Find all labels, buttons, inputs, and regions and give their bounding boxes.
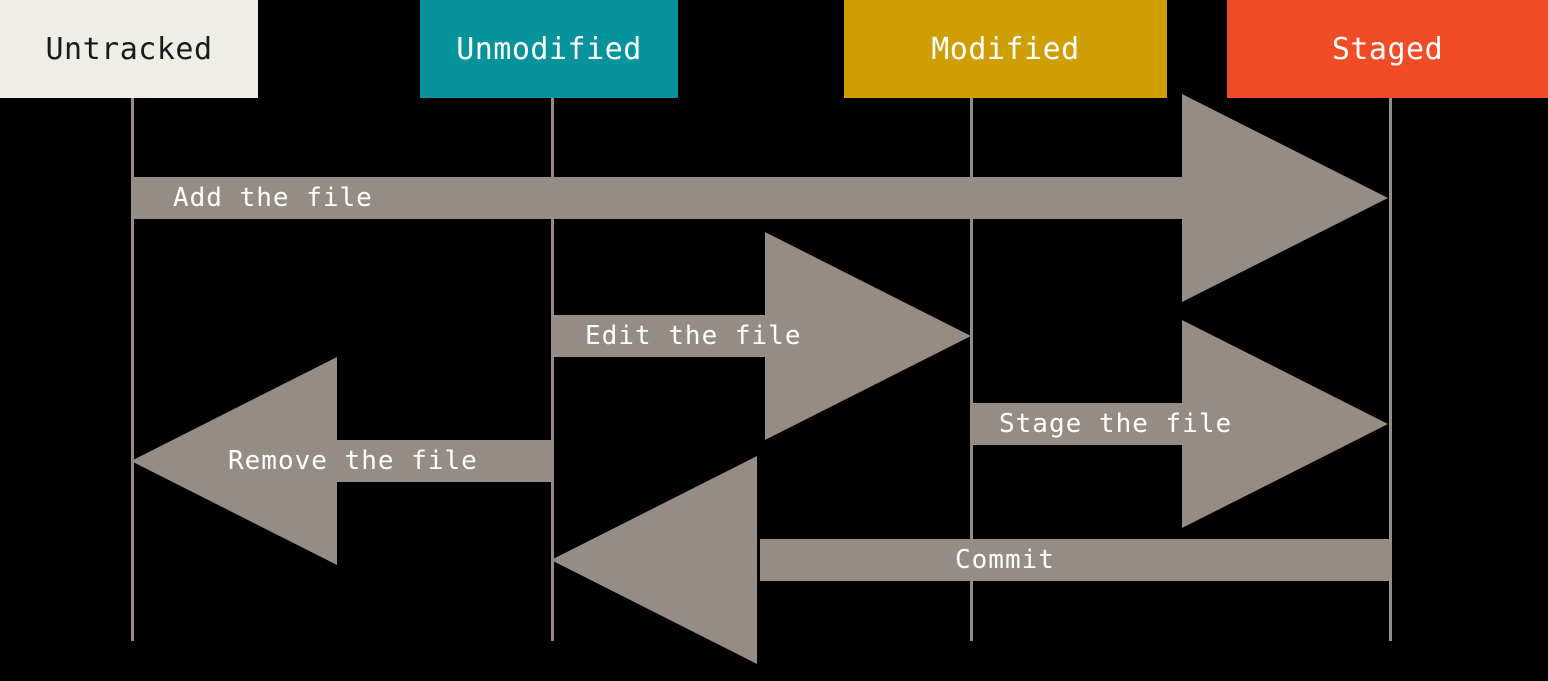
state-box-staged[interactable]: Staged: [1227, 0, 1548, 98]
lifeline-staged: [1389, 98, 1392, 641]
state-label-staged: Staged: [1331, 31, 1444, 67]
state-box-modified[interactable]: Modified: [844, 0, 1167, 98]
arrow-shaft-remove-the-file: [337, 440, 551, 482]
arrow-shaft-commit: [760, 539, 1389, 581]
arrow-shaft-stage-the-file: [970, 403, 1182, 445]
transition-label-commit: Commit: [955, 545, 1055, 575]
state-label-unmodified: Unmodified: [456, 31, 642, 67]
arrow-shaft-add-the-file: [131, 177, 1182, 219]
arrow-head-commit: [551, 456, 757, 664]
lifeline-unmodified: [551, 98, 554, 641]
transition-label-add-the-file: Add the file: [173, 183, 373, 213]
state-box-untracked[interactable]: Untracked: [0, 0, 258, 98]
state-box-unmodified[interactable]: Unmodified: [420, 0, 678, 98]
arrow-head-add-the-file: [1182, 94, 1388, 302]
state-label-modified: Modified: [931, 31, 1080, 67]
transition-label-edit-the-file: Edit the file: [585, 321, 802, 351]
state-label-untracked: Untracked: [45, 31, 213, 67]
transition-label-stage-the-file: Stage the file: [999, 409, 1233, 439]
arrow-head-remove-the-file: [131, 357, 337, 565]
arrow-head-stage-the-file: [1182, 320, 1388, 528]
transition-label-remove-the-file: Remove the file: [228, 446, 478, 476]
arrow-head-edit-the-file: [765, 232, 971, 440]
lifeline-modified: [970, 98, 973, 641]
arrow-shaft-edit-the-file: [551, 315, 765, 357]
